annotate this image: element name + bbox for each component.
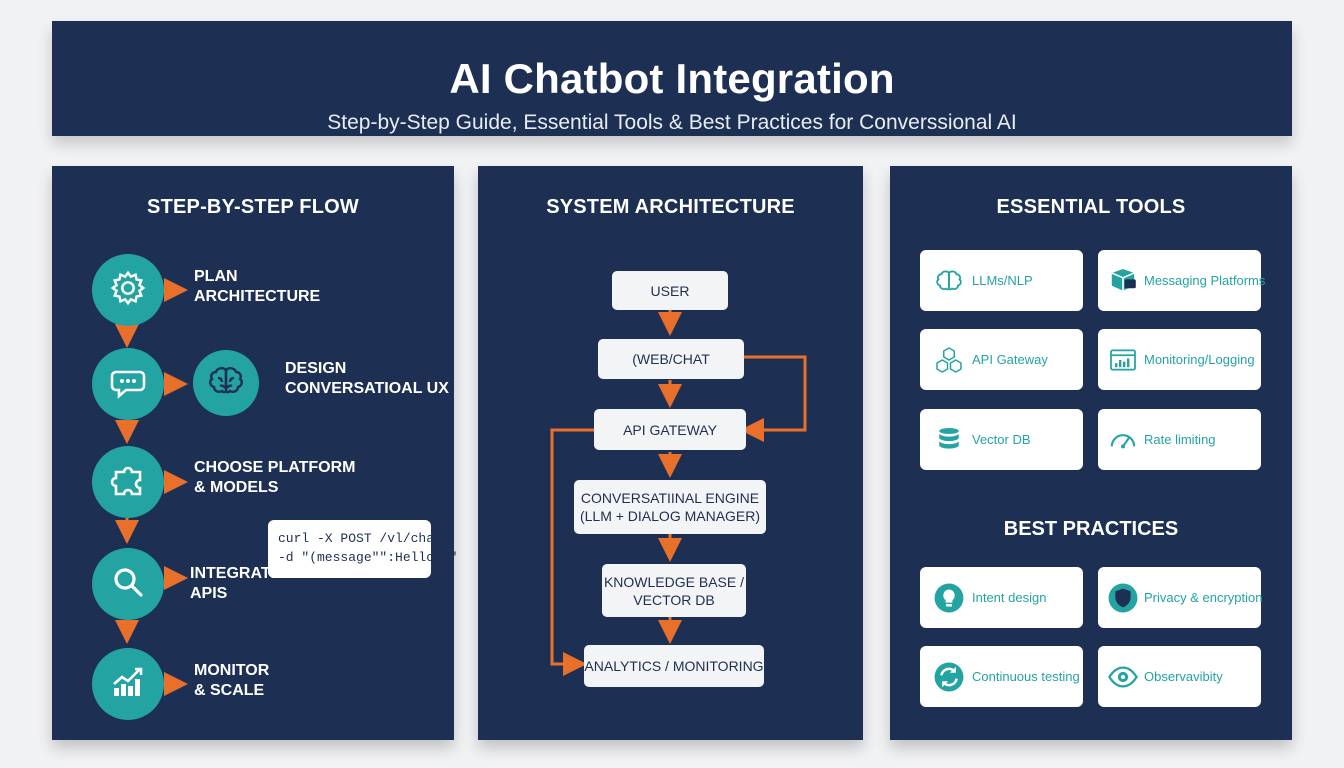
- code-snippet: curl -X POST /vl/chat -d "(message"":Hell…: [268, 520, 458, 578]
- architecture-panel: SYSTEM ARCHITECTURE USER (WEB/CHAT API G…: [478, 166, 863, 740]
- arch-loop-left: [550, 428, 594, 676]
- tool-label-llms: LLMs/NLP: [972, 273, 1033, 288]
- tool-label-rate-limiting: Rate limiting: [1144, 432, 1216, 447]
- tool-card-vector-db: Vector DB: [920, 409, 1083, 470]
- arch-node-api-gateway-label: API GATEWAY: [623, 421, 717, 438]
- tool-card-monitoring: Monitoring/Logging: [1098, 329, 1261, 390]
- practice-card-testing: Continuous testing: [920, 646, 1083, 707]
- database-icon: [932, 423, 966, 457]
- tool-label-messaging: Messaging Platforms: [1144, 273, 1266, 288]
- step-plan-label: PLAN ARCHITECTURE: [194, 268, 321, 305]
- tool-card-llms: LLMs/NLP: [920, 250, 1083, 311]
- brain-icon: [206, 361, 246, 406]
- practice-label-privacy: Privacy & encryption: [1144, 590, 1263, 605]
- dashboard-icon: [1106, 343, 1140, 377]
- tool-card-api-gateway: API Gateway: [920, 329, 1083, 390]
- code-line-2: -d "(message"":Hello")": [278, 550, 458, 565]
- arch-node-webchat-label: (WEB/CHAT: [632, 351, 710, 367]
- practice-card-observability: Observavibity: [1098, 646, 1261, 707]
- tools-panel: ESSENTIAL TOOLS LLMs/NLP Messaging Platf…: [890, 166, 1292, 740]
- header-banner: AI Chatbot Integration Step-by-Step Guid…: [52, 21, 1292, 136]
- tool-card-rate-limiting: Rate limiting: [1098, 409, 1261, 470]
- gauge-icon: [1106, 423, 1140, 457]
- arch-node-analytics-label: ANALYTICS / MONITORING: [584, 658, 764, 674]
- arch-node-kb-line1: KNOWLEDGE BASE /: [603, 573, 745, 590]
- practice-card-intent: Intent design: [920, 567, 1083, 628]
- lightbulb-icon: [932, 581, 966, 615]
- arch-loop-right: [740, 355, 807, 442]
- tool-label-vector-db: Vector DB: [972, 432, 1031, 447]
- step-flow-panel: STEP-BY-STEP FLOW PLAN ARCHITECTU: [52, 166, 458, 740]
- refresh-icon: [932, 660, 966, 694]
- practice-label-observability: Observavibity: [1144, 669, 1223, 684]
- step-flow-title: STEP-BY-STEP FLOW: [147, 196, 359, 218]
- step-design-circle: [92, 348, 164, 420]
- eye-icon: [1106, 660, 1140, 694]
- arch-node-analytics: ANALYTICS / MONITORING: [584, 645, 764, 687]
- shield-icon: [1106, 581, 1140, 615]
- step-choose-label: CHOOSE PLATFORM & MODELS: [194, 459, 356, 496]
- chat-bubble-icon: [108, 362, 148, 407]
- step-design-label: DESIGN CONVERSATIOAL UX: [285, 360, 449, 397]
- tool-label-api-gateway: API Gateway: [972, 352, 1048, 367]
- step-monitor-circle: [92, 648, 164, 720]
- arch-node-knowledge-base: KNOWLEDGE BASE / VECTOR DB: [602, 564, 746, 617]
- page-title: AI Chatbot Integration: [449, 55, 895, 102]
- arch-node-user-label: USER: [650, 282, 690, 299]
- step-monitor-label: MONITOR & SCALE: [194, 662, 270, 699]
- arch-node-webchat: (WEB/CHAT: [598, 339, 744, 379]
- step-choose-circle: [92, 446, 164, 518]
- step-flow-connectors: [115, 278, 188, 696]
- puzzle-icon: [108, 460, 148, 505]
- brain-icon: [932, 264, 966, 298]
- page-subtitle: Step-by-Step Guide, Essential Tools & Be…: [327, 111, 1017, 134]
- step-design-brain-circle: [193, 350, 259, 416]
- magnifier-icon: [108, 562, 148, 607]
- chart-growth-icon: [108, 662, 148, 707]
- arch-node-engine-line2: (LLM + DIALOG MANAGER): [579, 508, 761, 524]
- step-plan-circle: [92, 254, 164, 326]
- architecture-title: SYSTEM ARCHITECTURE: [546, 196, 795, 218]
- step-integrate-label: INTEGRATE APIS: [190, 565, 282, 602]
- arch-node-kb-line2: VECTOR DB: [633, 591, 715, 608]
- practice-label-intent: Intent design: [972, 590, 1047, 605]
- gear-icon: [109, 269, 147, 312]
- practice-label-testing: Continuous testing: [972, 669, 1080, 684]
- tool-card-messaging: Messaging Platforms: [1098, 250, 1265, 311]
- tool-label-monitoring: Monitoring/Logging: [1144, 352, 1255, 367]
- code-line-1: curl -X POST /vl/chat: [278, 531, 442, 546]
- arch-node-conversational-engine: CONVERSATIINAL ENGINE (LLM + DIALOG MANA…: [574, 480, 766, 534]
- tools-title: ESSENTIAL TOOLS: [996, 196, 1186, 218]
- architecture-connectors: [550, 310, 807, 676]
- arch-node-user: USER: [612, 271, 728, 310]
- cubes-icon: [932, 343, 966, 377]
- message-box-icon: [1106, 264, 1140, 298]
- arch-node-engine-line1: CONVERSATIINAL ENGINE: [580, 490, 760, 506]
- arch-node-api-gateway: API GATEWAY: [594, 409, 746, 450]
- practice-card-privacy: Privacy & encryption: [1098, 567, 1263, 628]
- best-practices-title: BEST PRACTICES: [1003, 518, 1179, 540]
- step-integrate-circle: [92, 548, 164, 620]
